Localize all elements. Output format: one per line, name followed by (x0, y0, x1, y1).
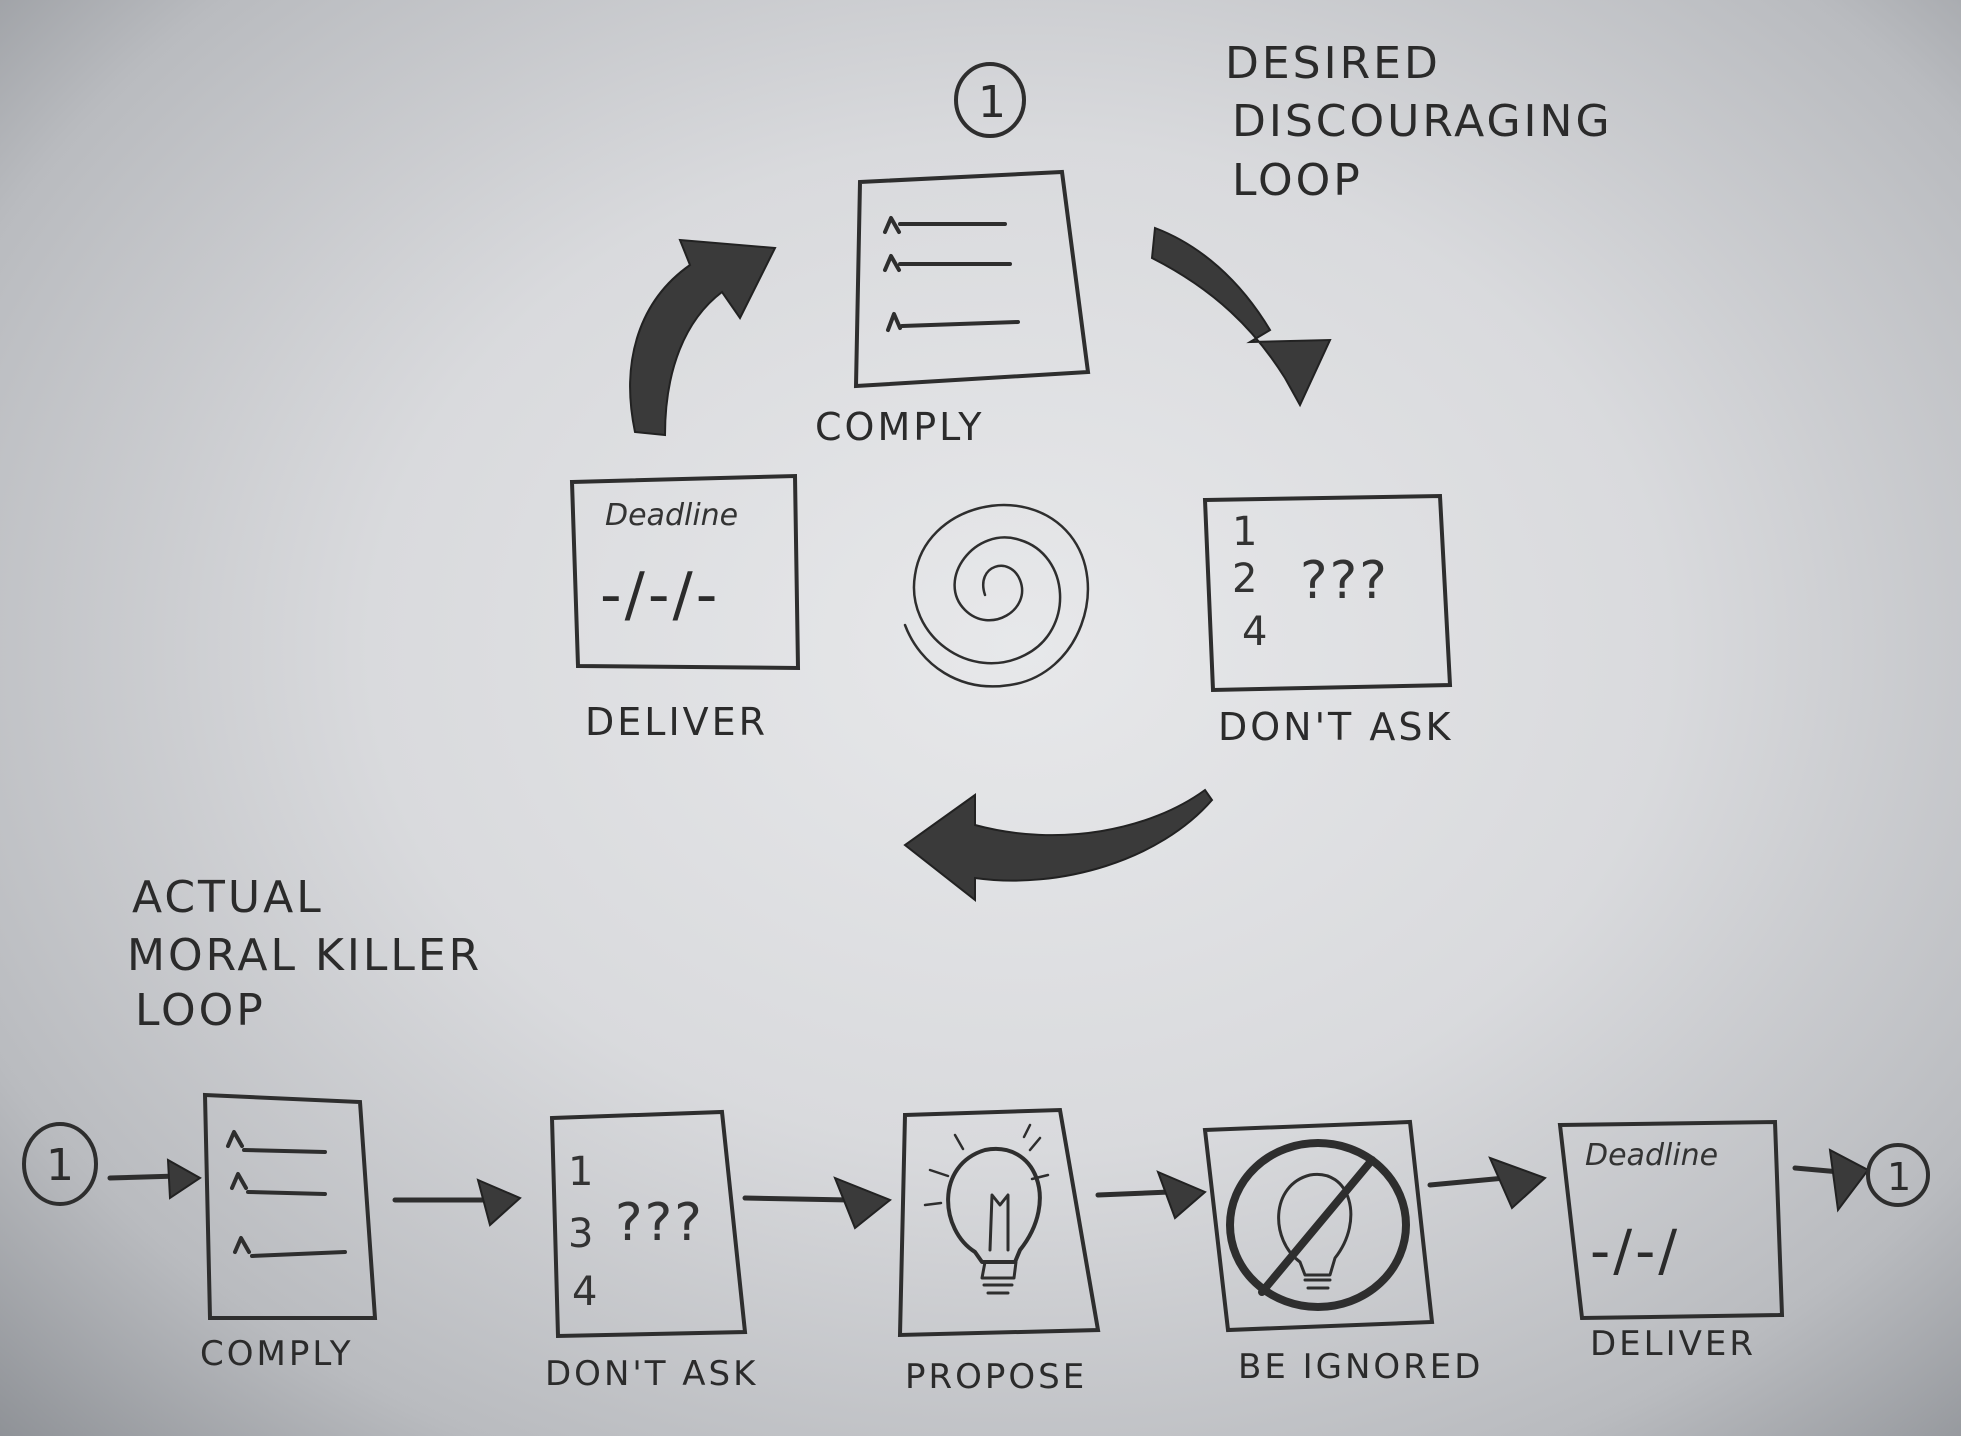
dont-ask-number-1: 1 (1232, 509, 1257, 555)
actual-start-marker-label: 1 (46, 1140, 77, 1191)
desired-comply-label: COMPLY (815, 405, 984, 449)
actual-title-line-3: LOOP (135, 985, 266, 1036)
actual-arrow-1 (107, 1158, 202, 1200)
actual-arrow-2 (392, 1178, 522, 1227)
desired-comply-card: COMPLY (815, 169, 1091, 449)
desired-loop-title: DESIRED DISCOURAGING LOOP (1225, 38, 1613, 206)
calendar-icon: Deadline -/-/ (1585, 1138, 1718, 1284)
actual-arrow-3 (742, 1176, 892, 1230)
desired-dont-ask-label: DON'T ASK (1218, 705, 1453, 749)
desired-arrow-deliver-to-comply (629, 238, 777, 437)
actual-arrow-5 (1427, 1156, 1547, 1210)
actual-be-ignored-card: BE IGNORED (1202, 1119, 1483, 1387)
deliver-card-heading: Deadline (605, 498, 738, 533)
actual-title-line-2: MORAL KILLER (127, 930, 482, 981)
deliver-card-date: -/-/- (600, 560, 720, 630)
lightbulb-icon (923, 1123, 1050, 1295)
question-icon: 1 3 4 ??? (568, 1149, 704, 1315)
checklist-icon (883, 216, 1020, 332)
actual-dont-ask-card: 1 3 4 ??? DON'T ASK (545, 1109, 758, 1394)
spiral-icon (903, 503, 1090, 688)
desired-arrow-dontask-to-deliver (903, 788, 1214, 903)
dont-ask-number-2: 2 (1232, 556, 1257, 602)
actual-end-marker: 1 (1866, 1143, 1930, 1207)
desired-deliver-card: Deadline -/-/- DELIVER (569, 473, 801, 744)
actual-arrow-4 (1095, 1170, 1207, 1220)
desired-title-line-3: LOOP (1232, 155, 1363, 206)
calendar-icon: Deadline -/-/- (600, 498, 738, 630)
actual-end-marker-label: 1 (1887, 1155, 1914, 1199)
dont-ask-number-3: 4 (1242, 609, 1267, 655)
actual-deliver-card: Deadline -/-/ DELIVER (1557, 1119, 1785, 1364)
actual-deliver-card-heading: Deadline (1585, 1138, 1718, 1173)
actual-be-ignored-label: BE IGNORED (1238, 1347, 1483, 1387)
actual-propose-label: PROPOSE (905, 1357, 1087, 1397)
actual-dont-ask-label: DON'T ASK (545, 1354, 758, 1394)
actual-arrow-6 (1792, 1148, 1870, 1213)
desired-start-marker-label: 1 (978, 77, 1009, 128)
actual-comply-card: COMPLY (200, 1092, 378, 1374)
actual-deliver-label: DELIVER (1590, 1324, 1756, 1364)
actual-dont-ask-number-2: 3 (568, 1211, 593, 1257)
desired-dont-ask-card: 1 2 4 ??? DON'T ASK (1202, 493, 1453, 749)
actual-comply-label: COMPLY (200, 1334, 354, 1374)
actual-deliver-card-date: -/-/ (1590, 1219, 1680, 1284)
actual-start-marker: 1 (22, 1122, 98, 1206)
checklist-icon (226, 1130, 347, 1258)
actual-dont-ask-number-1: 1 (568, 1149, 593, 1195)
question-icon: 1 2 4 ??? (1232, 509, 1389, 655)
dont-ask-question-marks: ??? (1300, 551, 1389, 611)
actual-dont-ask-number-3: 4 (572, 1269, 597, 1315)
actual-title-line-1: ACTUAL (132, 872, 324, 923)
desired-title-line-2: DISCOURAGING (1232, 96, 1613, 147)
actual-loop-title: ACTUAL MORAL KILLER LOOP (127, 872, 482, 1036)
desired-deliver-label: DELIVER (585, 700, 768, 744)
actual-propose-card: PROPOSE (897, 1107, 1101, 1397)
desired-title-line-1: DESIRED (1225, 38, 1441, 89)
desired-arrow-comply-to-dontask (1150, 226, 1332, 408)
desired-start-marker: 1 (954, 62, 1026, 138)
actual-dont-ask-question-marks: ??? (615, 1193, 704, 1253)
prohibited-lightbulb-icon (1226, 1139, 1410, 1311)
